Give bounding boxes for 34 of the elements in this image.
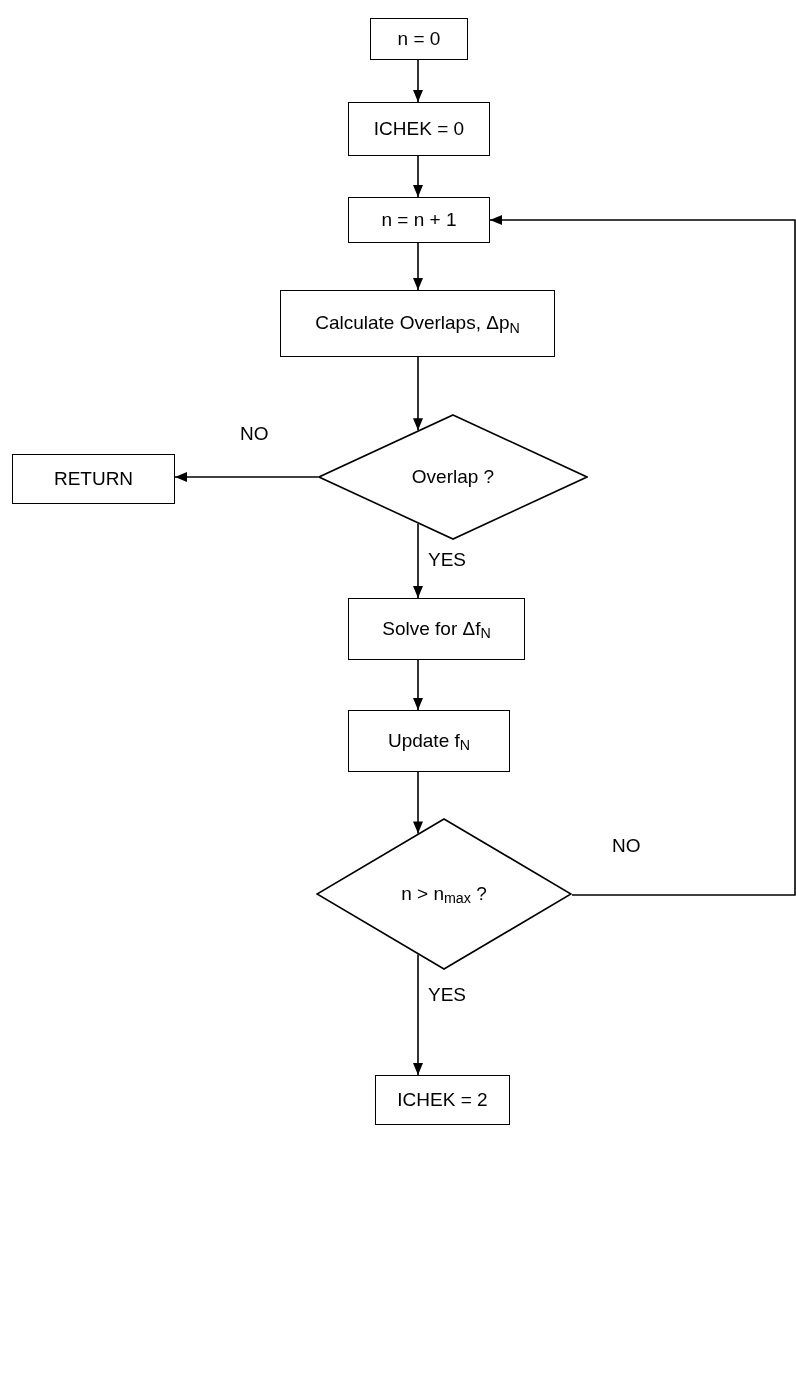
arrow: [413, 356, 423, 432]
node-label: Overlap ?: [411, 464, 495, 489]
node-label: Calculate Overlaps, Δp$_{N}$: [315, 311, 520, 338]
decision-diamond: [318, 414, 588, 540]
arrow: [413, 659, 423, 711]
node-label: Update f$_{N}$: [387, 728, 471, 756]
process-box: [12, 454, 175, 504]
node-label: n = 0: [397, 26, 441, 51]
edge-label: YES: [428, 985, 467, 1004]
edge-label: NO: [612, 836, 641, 855]
process-box: [348, 197, 490, 243]
node-label: RETURN: [53, 466, 134, 491]
node-label: n = n + 1: [381, 207, 457, 232]
node-label: Solve for Δf$_{N}$: [382, 616, 491, 644]
arrow: [174, 472, 319, 482]
process-box: [370, 18, 468, 60]
arrow: [413, 953, 423, 1076]
arrow: [413, 155, 423, 198]
arrow: [413, 59, 423, 103]
process-box: [280, 290, 555, 357]
node-label: n > n$_{max}$ ?: [401, 881, 487, 909]
edge-label: YES: [428, 550, 467, 569]
arrow: [489, 215, 796, 896]
arrow: [413, 771, 423, 835]
decision-diamond: [316, 818, 572, 970]
node-label: ICHEK = 2: [397, 1087, 488, 1112]
arrow: [413, 242, 423, 291]
node-label: ICHEK = 0: [373, 116, 465, 141]
process-box: [348, 710, 510, 772]
process-box: [348, 102, 490, 156]
process-box: [375, 1075, 510, 1125]
process-box: [348, 598, 525, 660]
arrow: [413, 522, 423, 599]
edge-label: NO: [240, 424, 269, 443]
